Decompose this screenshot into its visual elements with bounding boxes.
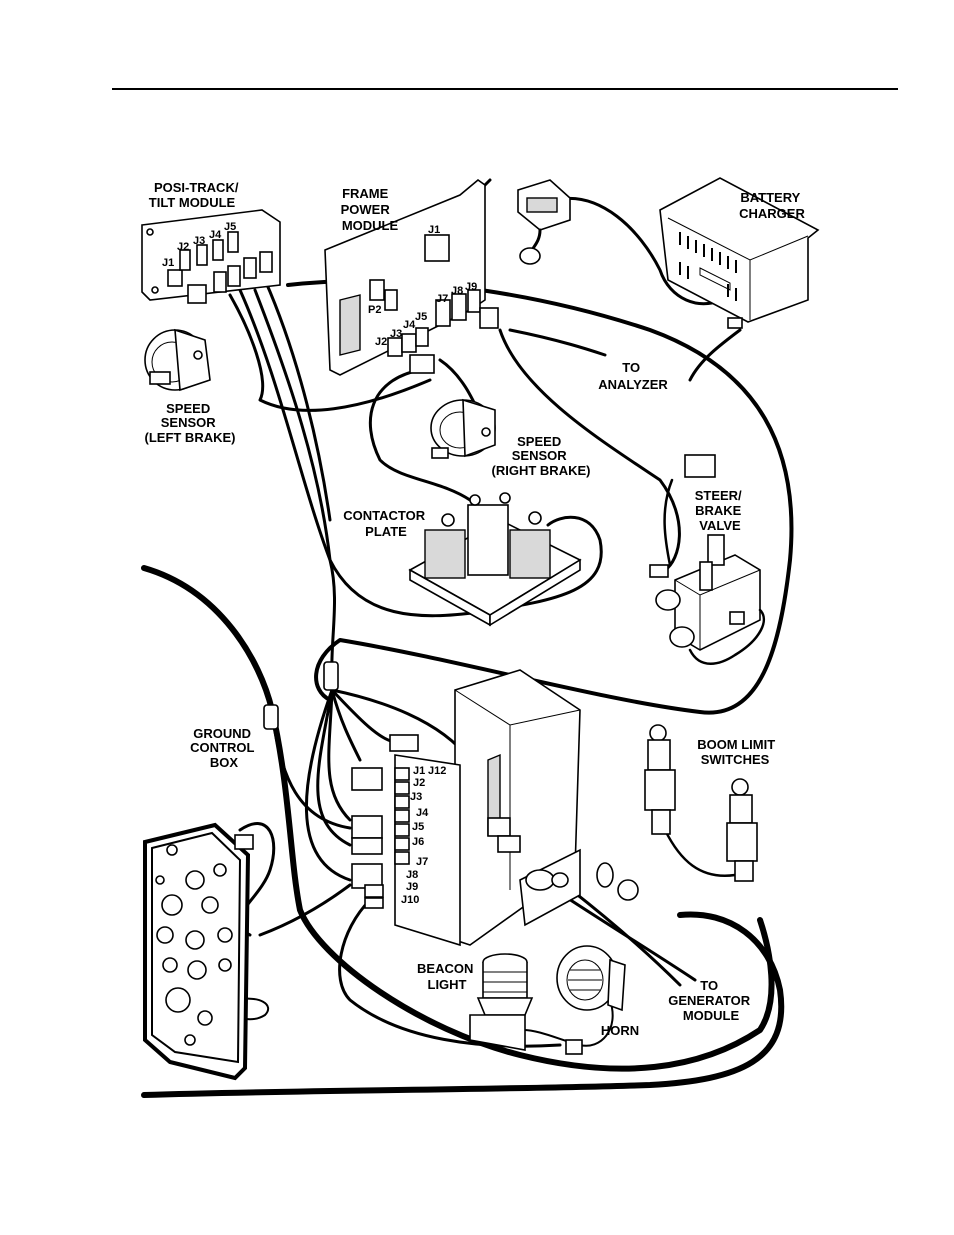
- battery-charger-label: BATTERY CHARGER: [739, 190, 805, 221]
- diagram-labels: POSI-TRACK/ TILT MODULE FRAME POWER MODU…: [145, 180, 806, 1038]
- contactor-plate: [408, 492, 582, 627]
- beacon-light-label: BEACON LIGHT: [417, 961, 477, 992]
- ground-j8-label: J8: [406, 869, 418, 881]
- contactor-plate-label: CONTACTOR PLATE: [343, 508, 428, 539]
- speed-sensor-left-label: SPEED SENSOR (LEFT BRAKE): [145, 401, 236, 445]
- ground-j7-label: J7: [416, 856, 428, 868]
- steer-brake-valve: [649, 454, 766, 665]
- posi-j1-label: J1: [162, 257, 174, 269]
- speed-sensor-right-label: SPEED SENSOR (RIGHT BRAKE): [492, 434, 591, 478]
- ground-j10-label: J10: [401, 894, 419, 906]
- boom-limit-label: BOOM LIMIT SWITCHES: [697, 737, 779, 767]
- charger-plug: [517, 179, 571, 265]
- ground-j12-label: J12: [428, 765, 446, 777]
- ground-j2-label: J2: [413, 777, 425, 789]
- frame-power-label: FRAME POWER MODULE: [341, 186, 399, 233]
- posi-j4-label: J4: [209, 229, 222, 241]
- ground-control-box: J1 J2 J3 J4 J5 J6 J7 J8 J9 J10 J12: [351, 669, 639, 947]
- ground-j5-label: J5: [412, 821, 424, 833]
- battery-charger: [659, 177, 820, 329]
- posi-j5-label: J5: [224, 221, 236, 233]
- speed-sensor-left: [144, 328, 211, 392]
- frame-j3-label: J3: [390, 328, 402, 340]
- ground-control-label: GROUND CONTROL BOX: [190, 726, 258, 770]
- horn-label: HORN: [601, 1023, 639, 1038]
- frame-j7-label: J7: [436, 293, 448, 305]
- frame-p2-label: P2: [368, 304, 381, 316]
- ground-j4-label: J4: [416, 807, 429, 819]
- ground-junction-blocks: [394, 767, 410, 865]
- speed-sensor-right: [430, 398, 496, 459]
- ground-j9-label: J9: [406, 881, 418, 893]
- to-generator-label: TO GENERATOR MODULE: [668, 978, 753, 1023]
- posi-j3-label: J3: [193, 235, 205, 247]
- ground-j6-label: J6: [412, 836, 424, 848]
- ground-j1-label: J1: [413, 765, 425, 777]
- ground-j3-label: J3: [410, 791, 422, 803]
- frame-j5-label: J5: [415, 311, 427, 323]
- steer-brake-valve-label: STEER/ BRAKE VALVE: [695, 488, 746, 533]
- frame-j1-label: J1: [428, 224, 440, 236]
- frame-j9-label: J9: [465, 281, 477, 293]
- frame-power-module: J1 P2 J2 J3 J4 J5 J7 J8 J9: [324, 178, 499, 376]
- header-rule: [112, 88, 898, 90]
- control-panel: [143, 822, 254, 1081]
- frame-j2-label: J2: [375, 336, 387, 348]
- posi-j2-label: J2: [177, 241, 189, 253]
- cable-clamps: [263, 661, 339, 730]
- posi-track-label: POSI-TRACK/ TILT MODULE: [149, 180, 242, 210]
- beacon-light: [469, 953, 534, 1051]
- frame-j4-label: J4: [403, 319, 416, 331]
- boom-limit-switches: [644, 724, 758, 882]
- to-analyzer-label: TO ANALYZER: [598, 360, 668, 392]
- posi-track-tilt-module: J1 J2 J3 J4 J5: [141, 209, 281, 304]
- horn: [556, 945, 626, 1055]
- frame-j8-label: J8: [451, 285, 463, 297]
